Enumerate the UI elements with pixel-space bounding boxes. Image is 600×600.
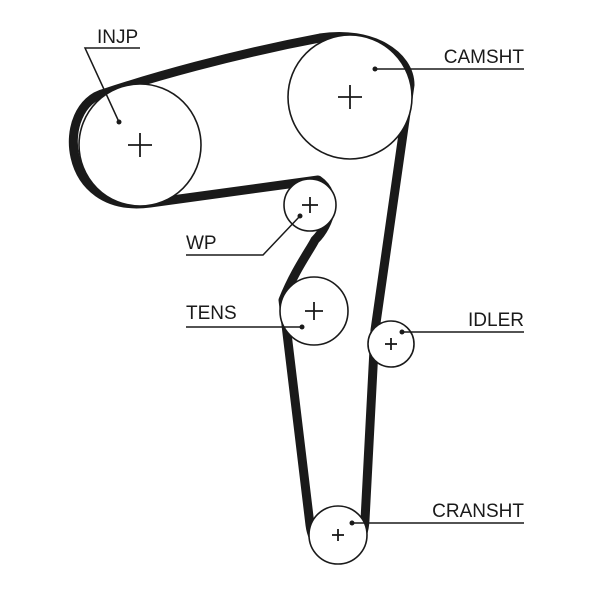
cransht-leader-dot [349,520,355,526]
idler-leader-dot [399,329,405,335]
injection-pump-pulley [78,83,202,207]
label-tens: TENS [186,303,237,324]
wp-leader-dot [297,213,303,219]
label-camsht: CAMSHT [444,47,525,68]
tens-leader-dot [299,324,305,330]
label-injp: INJP [97,27,138,48]
label-wp: WP [186,233,217,254]
camsht-leader-dot [372,66,378,72]
label-idler: IDLER [468,310,524,331]
crankshaft-pulley [308,505,368,565]
tensioner-pulley [279,276,349,346]
camshaft-pulley [287,34,413,160]
idler-pulley [367,320,415,368]
label-cransht: CRANSHT [432,501,524,522]
injp-leader-dot [116,119,122,125]
wp-leader-line [186,215,301,256]
water-pump-pulley [283,178,337,232]
injp-leader-line [83,47,140,123]
